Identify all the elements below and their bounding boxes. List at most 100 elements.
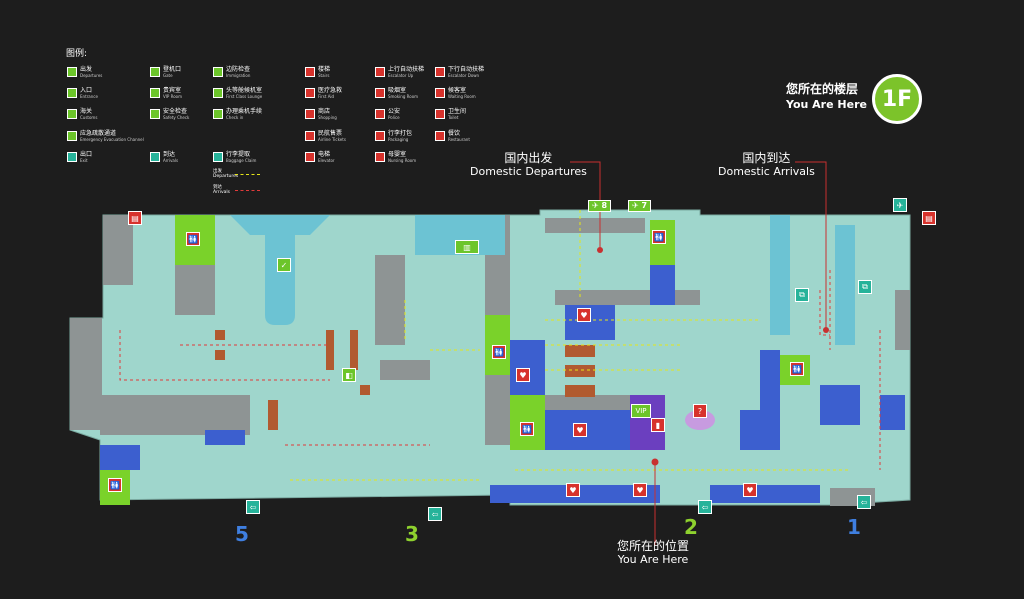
legend-label-en: Gate xyxy=(163,73,173,78)
legend-label-zh: 医疗急救 xyxy=(318,87,343,94)
arrivals-icon[interactable]: ✈ xyxy=(893,198,907,212)
legend-label-en: Customs xyxy=(80,115,98,120)
legend-icon xyxy=(67,152,77,162)
legend-title: 图例: xyxy=(66,49,88,59)
stairs-icon[interactable]: ▤ xyxy=(922,211,936,225)
entrance-2[interactable]: 2 xyxy=(684,515,698,539)
green-areas xyxy=(100,215,810,505)
arrivals-pin xyxy=(823,327,829,333)
shopping-icon[interactable]: ♥ xyxy=(516,368,530,382)
legend-label-en: Smoking Room xyxy=(388,94,419,99)
legend-label-zh: 贵宾室 xyxy=(163,87,182,94)
toilet-icon[interactable]: 🚻 xyxy=(790,362,804,376)
domestic-arrivals-zh: 国内到达 xyxy=(742,151,791,165)
shopping-icon[interactable]: ♥ xyxy=(633,483,647,497)
exit-icon[interactable]: ⇦ xyxy=(857,495,871,509)
legend-label-en: Elevator xyxy=(318,158,335,163)
toilet-icon[interactable]: 🚻 xyxy=(186,232,200,246)
legend-label-en: Exit xyxy=(80,158,88,163)
route-line-sample xyxy=(235,174,260,175)
domestic-arrivals-callout: 国内到达 Domestic Arrivals xyxy=(718,151,815,178)
legend-label-en: Waiting Room xyxy=(448,94,476,99)
legend-icon xyxy=(213,88,223,98)
shopping-icon[interactable]: ♥ xyxy=(566,483,580,497)
legend-label-en: VIP Room xyxy=(163,94,182,99)
legend-label-zh: 安全检查 xyxy=(163,108,188,115)
check-in-icon[interactable]: ▥ xyxy=(455,240,479,254)
legend-icon xyxy=(375,88,385,98)
info-desk xyxy=(685,410,715,430)
legend-label-en: Check in xyxy=(226,115,244,120)
legend-label-en: Arrivals xyxy=(163,158,179,163)
legend-icon xyxy=(305,131,315,141)
legend-icon xyxy=(375,109,385,119)
legend-icon xyxy=(67,67,77,77)
legend-icon xyxy=(435,131,445,141)
legend-label-en: Safety Check xyxy=(163,115,190,120)
legend-label-en: Police xyxy=(388,115,400,120)
domestic-departures-callout: 国内出发 Domestic Departures xyxy=(470,151,587,178)
stairs-icon[interactable]: ▤ xyxy=(128,211,142,225)
legend-label-en: Emergency Evacuation Channel xyxy=(80,137,144,142)
legend-label-en: Entrance xyxy=(80,94,98,99)
customs-icon[interactable]: ✓ xyxy=(277,258,291,272)
legend-icon xyxy=(150,152,160,162)
legend-label-zh: 入口 xyxy=(80,87,93,94)
legend-icon xyxy=(435,67,445,77)
legend-icon xyxy=(150,67,160,77)
legend-icon xyxy=(305,88,315,98)
entrance-1[interactable]: 1 xyxy=(847,515,861,539)
legend-icon xyxy=(150,109,160,119)
entrance-5[interactable]: 5 xyxy=(235,522,249,546)
entrance-3[interactable]: 3 xyxy=(405,522,419,546)
toilet-icon[interactable]: 🚻 xyxy=(108,478,122,492)
baggage-claim-icon[interactable]: ⧉ xyxy=(858,280,872,294)
legend-icon xyxy=(305,152,315,162)
safety-check-icon[interactable]: ◧ xyxy=(342,368,356,382)
shopping-icon[interactable]: ♥ xyxy=(573,423,587,437)
legend-label-zh: 候客室 xyxy=(448,87,467,94)
legend-label-en: Stairs xyxy=(318,73,330,78)
vip-room-icon[interactable]: VIP xyxy=(631,404,651,418)
you-are-here-pin xyxy=(651,458,659,466)
toilet-icon[interactable]: 🚻 xyxy=(520,422,534,436)
current-floor-label-en: You Are Here xyxy=(786,98,867,111)
legend-label-zh: 民航售票 xyxy=(318,130,343,137)
legend-label-zh: 头等舱候机室 xyxy=(226,87,263,94)
shopping-icon[interactable]: ♥ xyxy=(577,308,591,322)
floor-badge[interactable]: 1F xyxy=(872,74,922,124)
exit-icon[interactable]: ⇦ xyxy=(246,500,260,514)
legend-label-zh: 卫生间 xyxy=(448,108,467,115)
legend-label-zh: 电梯 xyxy=(318,151,331,158)
elevator-icon[interactable]: ▮ xyxy=(651,418,665,432)
shopping-icon[interactable]: ♥ xyxy=(743,483,757,497)
toilet-icon[interactable]: 🚻 xyxy=(492,345,506,359)
toilet-icon[interactable]: 🚻 xyxy=(652,230,666,244)
baggage-claim-icon[interactable]: ⧉ xyxy=(795,288,809,302)
gate-7-sign[interactable]: ✈ 7 xyxy=(628,200,652,212)
legend-label-en: Baggage Claim xyxy=(226,158,257,163)
gate-8-sign[interactable]: ✈ 8 xyxy=(588,200,612,212)
exit-icon[interactable]: ⇦ xyxy=(698,500,712,514)
legend-icon xyxy=(375,152,385,162)
exit-icon[interactable]: ⇦ xyxy=(428,507,442,521)
legend-label-zh: 商店 xyxy=(318,108,331,115)
information-icon[interactable]: ? xyxy=(693,404,707,418)
legend-label-en: Toilet xyxy=(448,115,459,120)
legend-label-en: First Aid xyxy=(318,94,335,99)
legend-label-zh: 登机口 xyxy=(163,66,182,73)
